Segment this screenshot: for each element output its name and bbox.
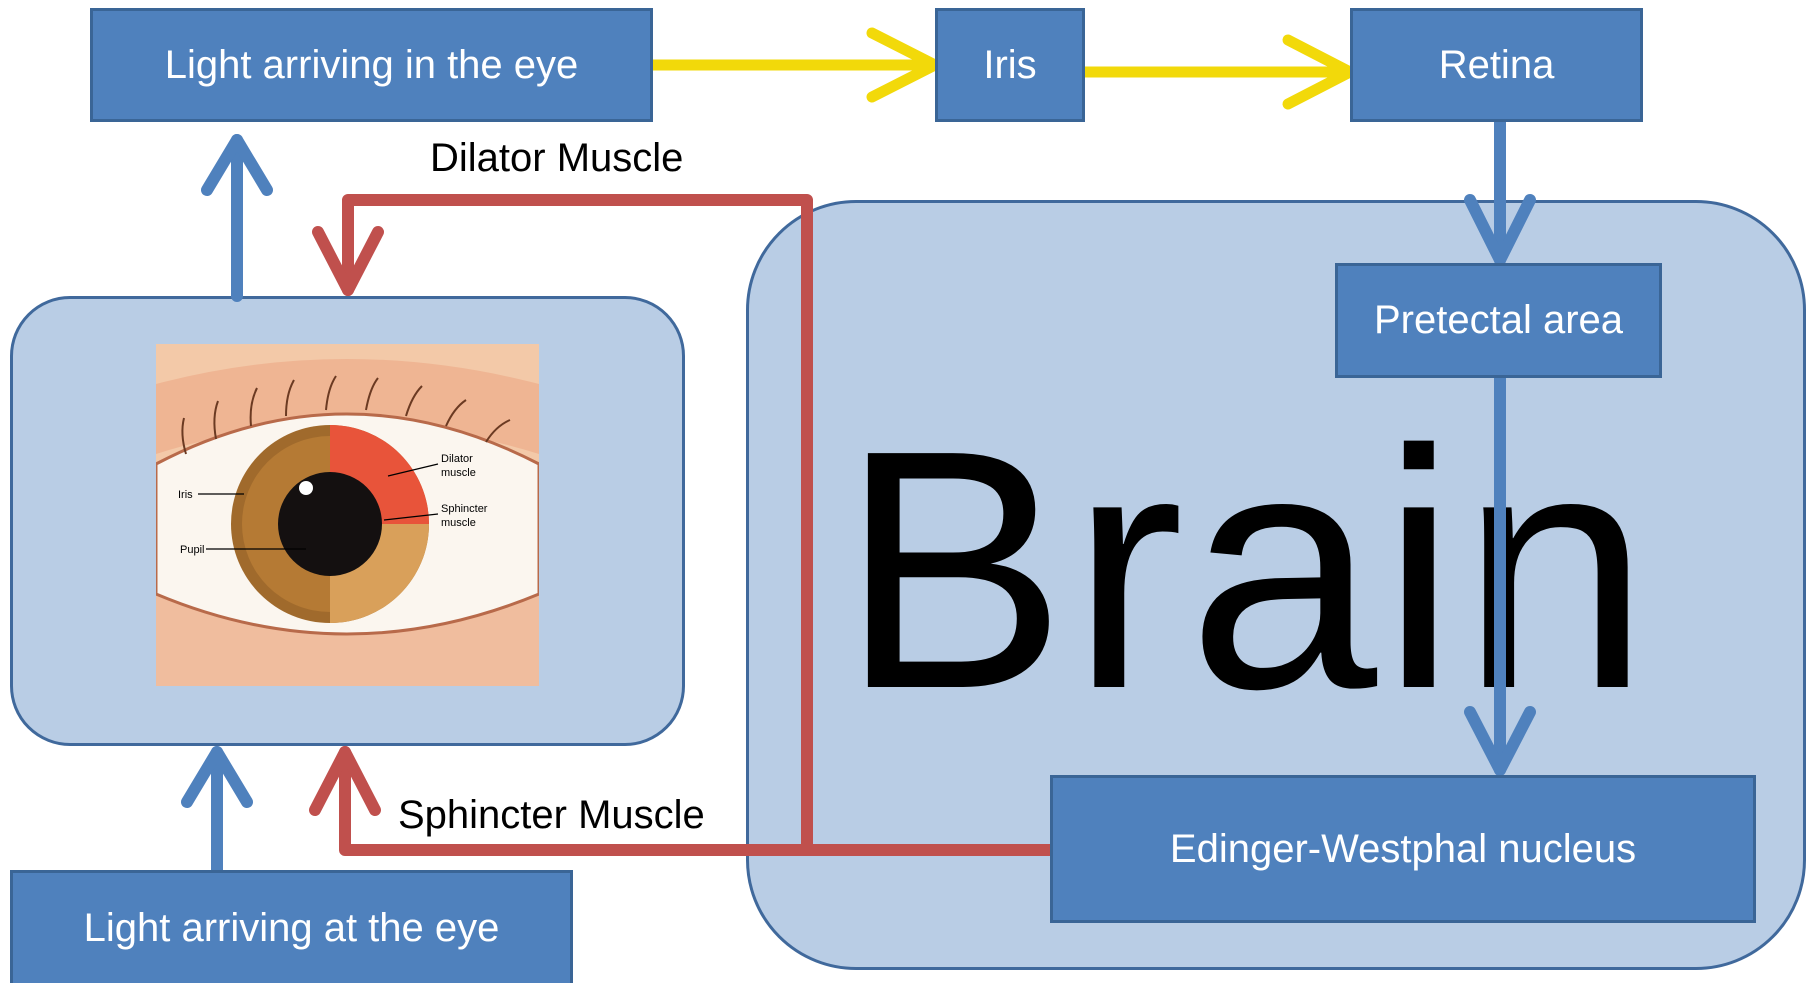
eye-label-dilator-2: muscle	[441, 467, 476, 479]
node-pretectal-area: Pretectal area	[1335, 263, 1662, 378]
node-edinger-westphal-nucleus: Edinger-Westphal nucleus	[1050, 775, 1756, 923]
node-light-arriving-in-eye: Light arriving in the eye	[90, 8, 653, 122]
eye-illustration: Iris Pupil Dilator muscle Sphincter musc…	[156, 344, 539, 686]
eye-label-dilator: Dilator	[441, 453, 473, 465]
label-dilator-muscle: Dilator Muscle	[430, 136, 683, 181]
pupil-shape	[278, 472, 382, 576]
eye-label-sphincter-2: muscle	[441, 517, 476, 529]
eye-label-sphincter: Sphincter	[441, 503, 488, 515]
label-sphincter-muscle: Sphincter Muscle	[398, 793, 705, 838]
node-light-arriving-at-eye: Light arriving at the eye	[10, 870, 573, 983]
node-iris: Iris	[935, 8, 1085, 122]
node-retina: Retina	[1350, 8, 1643, 122]
eye-label-iris: Iris	[178, 489, 193, 501]
eye-label-pupil: Pupil	[180, 544, 204, 556]
